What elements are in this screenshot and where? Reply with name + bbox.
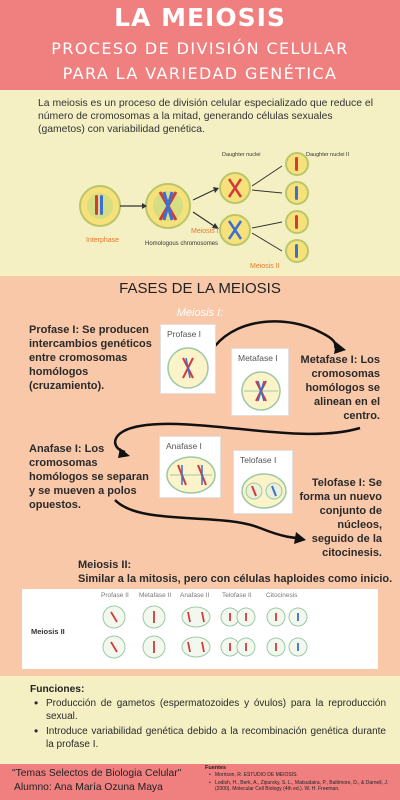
intro-section: La meiosis es un proceso de división cel… xyxy=(0,90,400,276)
profase-text: Profase I: Se producen intercambios gené… xyxy=(29,324,152,392)
course-name: "Temas Selectos de Biologia Celular" xyxy=(12,768,182,779)
telofase-card-label: Telofase I xyxy=(240,455,277,465)
funciones-title: Funciones: xyxy=(30,684,85,695)
homologous-cell xyxy=(145,183,191,229)
meiosis1-label: Meiosis I: xyxy=(176,307,224,319)
head-profase2: Profase II xyxy=(101,592,129,599)
head-anafase2: Anafase II xyxy=(180,592,210,599)
metafase-text: Metafase I: Los cromosomas homólogos se … xyxy=(300,354,380,422)
telofase-card: Telofase I xyxy=(233,450,293,514)
label-daughter2: Daughter nuclei II xyxy=(306,152,350,158)
anafase-text: Anafase I: Los cromosomas homólogos se s… xyxy=(29,443,149,511)
subtitle-line-2: PARA LA VARIEDAD GENÉTICA xyxy=(62,64,338,83)
head-telofase2: Telofase II xyxy=(222,592,252,599)
profase-card: Profase I xyxy=(160,324,216,394)
profase-cell-icon xyxy=(167,347,209,389)
anafase-card-label: Anafase I xyxy=(166,441,202,451)
sources-list: Morrison, R. ESTUDIO DE MEIOSIS. Lodish,… xyxy=(209,772,397,794)
phase-flow-arrows xyxy=(113,320,361,544)
header-banner: LA MEIOSIS PROCESO DE DIVISIÓN CELULAR P… xyxy=(0,0,400,90)
list-item: Morrison, R. ESTUDIO DE MEIOSIS. xyxy=(209,772,397,779)
meiosis2-panel: Meiosis II Profase II Metafase II Anafas… xyxy=(22,589,378,669)
meiosis2-row-label: Meiosis II xyxy=(31,627,65,636)
label-meiosis1: Meiosis I xyxy=(191,228,219,235)
list-item: Introduce variabilidad genética debido a… xyxy=(34,725,386,751)
meiosis2-title-line1: Meiosis II: xyxy=(78,559,132,571)
sources-title: Fuentes xyxy=(205,765,227,771)
meiosis2-cells-diagram xyxy=(102,605,308,659)
metafase-card: Metafase I xyxy=(231,348,289,416)
meiosis1-cell-bottom xyxy=(219,214,251,246)
list-item: Lodish, H., Berk, A., Zipursky, S. L., M… xyxy=(209,780,397,793)
fases-section: FASES DE LA MEIOSIS Meiosis I: Profase I… xyxy=(0,276,400,676)
intro-text: La meiosis es un proceso de división cel… xyxy=(38,98,374,135)
meiosis2-title-line2: Similar a la mitosis, pero con células h… xyxy=(78,573,393,585)
page-title: LA MEIOSIS xyxy=(114,3,286,32)
author-name: Alumno: Ana María Ozuna Maya xyxy=(14,782,163,793)
list-item: Producción de gametos (espermatozoides y… xyxy=(34,697,386,723)
metafase-cell-icon xyxy=(241,371,281,411)
anafase-cell-icon xyxy=(166,456,216,494)
label-homologous: Homologous chromosomes xyxy=(145,241,218,247)
interphase-cell xyxy=(79,185,121,227)
head-metafase2: Metafase II xyxy=(139,592,172,599)
label-interphase: Interphase xyxy=(86,237,119,244)
subtitle-line-1: PROCESO DE DIVISIÓN CELULAR xyxy=(51,39,349,58)
profase-card-label: Profase I xyxy=(167,329,202,339)
meiosis-overview-diagram: Interphase Homologous chromosomes Meiosi… xyxy=(79,152,350,270)
anafase-card: Anafase I xyxy=(159,436,221,498)
label-homologous-text: Homologous chromosomes xyxy=(145,241,218,247)
telofase-cell-icon xyxy=(241,473,287,509)
metafase-card-label: Metafase I xyxy=(238,353,278,363)
fases-title: FASES DE LA MEIOSIS xyxy=(119,280,281,297)
funciones-list: Producción de gametos (espermatozoides y… xyxy=(34,697,386,753)
meiosis2-title: Meiosis II: Similar a la mitosis, pero c… xyxy=(78,558,392,586)
head-citocinesis: Citocinesis xyxy=(266,592,298,599)
label-meiosis2: Meiosis II xyxy=(250,263,280,270)
footer-banner: "Temas Selectos de Biologia Celular" Alu… xyxy=(0,764,400,800)
meiosis1-cell-top xyxy=(219,172,251,204)
label-daughter: Daughter nuclei xyxy=(222,152,261,158)
meiosis2-cells xyxy=(285,152,309,263)
funciones-section: Funciones: Producción de gametos (esperm… xyxy=(0,676,400,764)
telofase-text: Telofase I: Se forma un nuevo conjunto d… xyxy=(299,477,382,559)
